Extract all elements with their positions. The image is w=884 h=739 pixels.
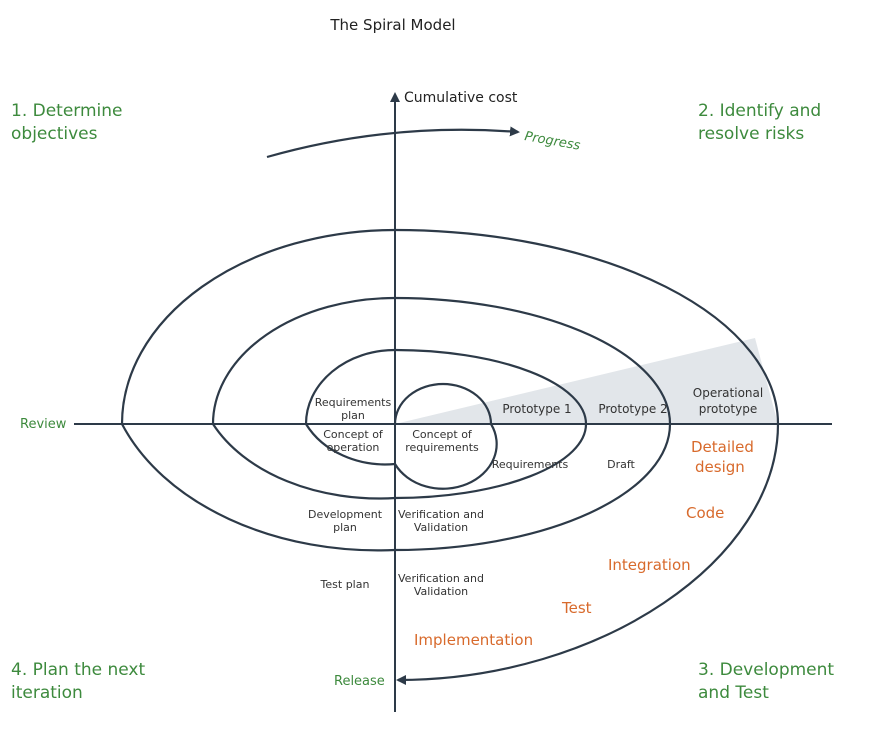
quadrant-4-title: iteration bbox=[11, 683, 83, 703]
test-plan-label: Test plan bbox=[320, 578, 370, 591]
quadrant-1-title: 1. Determine bbox=[11, 101, 123, 121]
test-label: Test bbox=[561, 599, 592, 617]
quadrant-1-title: objectives bbox=[11, 124, 98, 144]
verification-validation-1-label: Verification and bbox=[398, 508, 484, 521]
verification-validation-1-label: Validation bbox=[414, 521, 468, 534]
development-plan-label: plan bbox=[333, 521, 357, 534]
progress-arrow bbox=[266, 126, 520, 159]
verification-validation-2-label: Verification and bbox=[398, 572, 484, 585]
concept-of-operation-label: operation bbox=[327, 441, 380, 454]
draft-label: Draft bbox=[607, 458, 635, 471]
release-label: Release bbox=[334, 674, 385, 689]
prototype-1-label: Prototype 1 bbox=[502, 402, 571, 416]
concept-of-requirements-label: Concept of bbox=[412, 428, 473, 441]
quadrant-2-title: resolve risks bbox=[698, 124, 804, 144]
quadrant-4-title: 4. Plan the next bbox=[11, 660, 145, 680]
y-axis-label: Cumulative cost bbox=[404, 90, 518, 106]
concept-of-requirements-label: requirements bbox=[405, 441, 479, 454]
quadrant-2-title: 2. Identify and bbox=[698, 101, 821, 121]
risk-analysis-shading bbox=[395, 338, 778, 424]
requirements-label: Requirements bbox=[492, 458, 569, 471]
progress-label: Progress bbox=[523, 129, 581, 154]
page-title: The Spiral Model bbox=[329, 16, 455, 34]
detailed-design-label: Detailed bbox=[691, 438, 754, 456]
operational-prototype-label: Operational bbox=[693, 386, 763, 400]
detailed-design-label: design bbox=[695, 458, 745, 476]
requirements-plan-label: Requirements bbox=[315, 396, 392, 409]
integration-label: Integration bbox=[608, 556, 691, 574]
verification-validation-2-label: Validation bbox=[414, 585, 468, 598]
quadrant-3-title: 3. Development bbox=[698, 660, 834, 680]
development-plan-label: Development bbox=[308, 508, 383, 521]
code-label: Code bbox=[686, 504, 724, 522]
implementation-label: Implementation bbox=[414, 631, 533, 649]
prototype-2-label: Prototype 2 bbox=[598, 402, 667, 416]
quadrant-3-title: and Test bbox=[698, 683, 769, 703]
spiral-curve bbox=[120, 228, 780, 685]
operational-prototype-label: prototype bbox=[699, 402, 757, 416]
requirements-plan-label: plan bbox=[341, 409, 365, 422]
review-label: Review bbox=[20, 417, 67, 432]
concept-of-operation-label: Concept of bbox=[323, 428, 384, 441]
